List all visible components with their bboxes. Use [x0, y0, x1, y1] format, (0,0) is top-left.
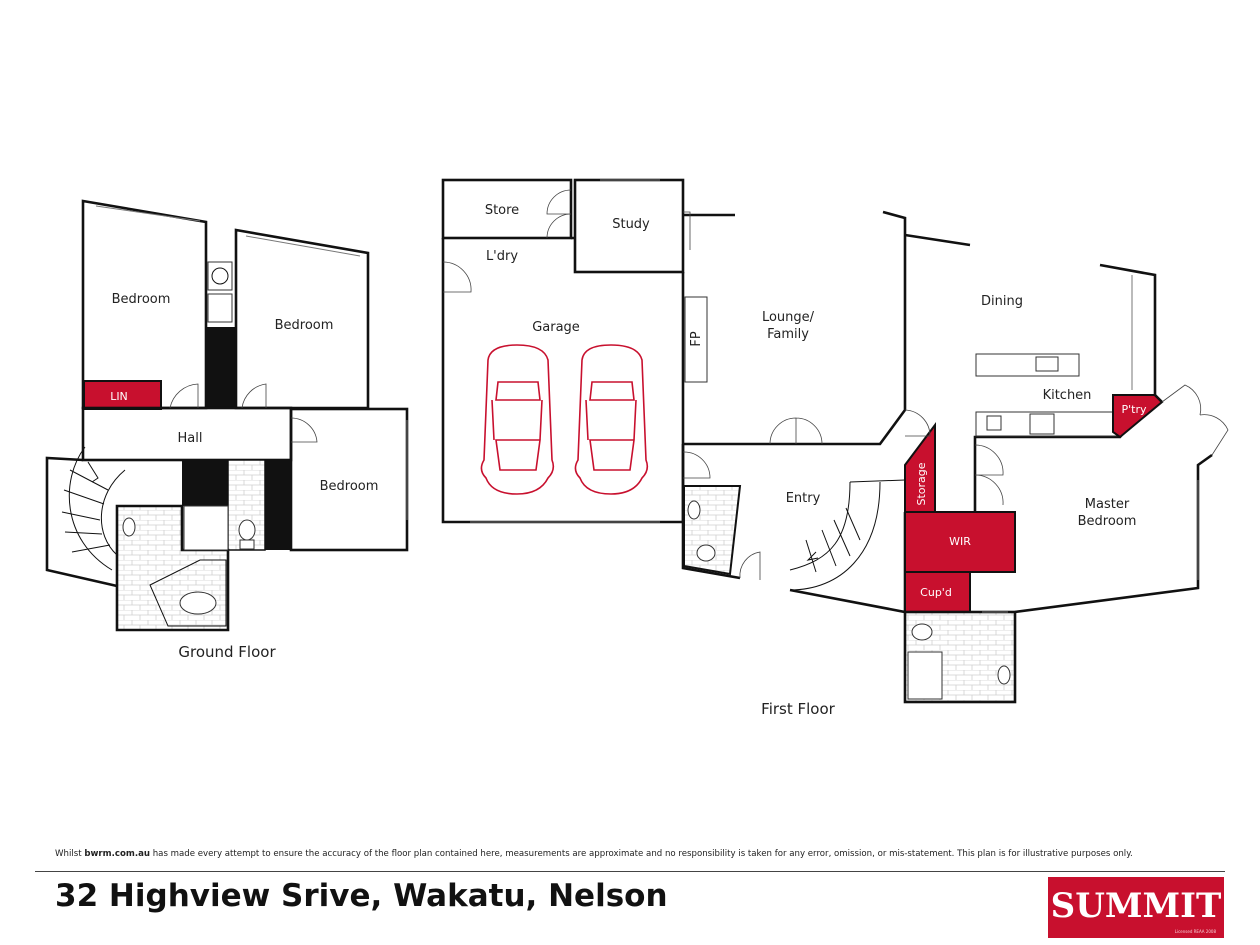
garage-walls — [441, 236, 685, 524]
walk-in-robe — [904, 511, 1016, 573]
stair-walls — [45, 456, 118, 588]
car-icon-right — [574, 344, 649, 495]
staircase — [789, 479, 906, 591]
kitchen-island — [975, 353, 1080, 377]
sink-icon — [1035, 356, 1059, 372]
room-label-garage: Garage — [532, 320, 580, 335]
store-walls — [441, 178, 573, 240]
toilet-icon — [696, 544, 716, 562]
logo-licence: Licensed REAA 2008 — [1174, 929, 1216, 934]
shower-icon — [183, 505, 229, 551]
ground-floor — [45, 199, 409, 632]
disclaimer-text: has made every attempt to ensure the acc… — [150, 849, 1133, 859]
disclaimer: Whilst bwrm.com.au has made every attemp… — [55, 849, 1205, 859]
logo-wordmark: SUMMIT — [1050, 886, 1222, 926]
room-label-fireplace: FP — [689, 331, 704, 346]
room-label-linen: LIN — [110, 390, 128, 403]
first-floor — [441, 178, 1229, 704]
basin-icon — [687, 500, 701, 520]
window — [245, 235, 361, 257]
wardrobe-block — [265, 460, 291, 550]
toilet-icon — [911, 623, 933, 641]
floor-label-ground: Ground Floor — [178, 643, 276, 661]
car-icon-left — [480, 344, 555, 495]
room-label-cupboard: Cup'd — [920, 586, 952, 599]
room-label-laundry: L'dry — [486, 249, 518, 264]
room-label-wir: WIR — [949, 535, 971, 548]
wardrobe-block — [206, 327, 236, 408]
room-label-study: Study — [612, 217, 650, 232]
floor-label-first: First Floor — [761, 700, 835, 718]
room-label-bedroom: Bedroom — [1078, 514, 1137, 529]
room-label-family: Family — [767, 327, 809, 342]
pantry — [1112, 394, 1164, 439]
room-label-storage: Storage — [915, 462, 928, 505]
room-label-bedroom: Bedroom — [275, 318, 334, 333]
room-label-pantry: P'try — [1121, 403, 1146, 416]
toilet-icon — [238, 519, 256, 541]
entry-wc — [683, 485, 742, 576]
room-label-bedroom: Bedroom — [320, 479, 379, 494]
window — [95, 205, 201, 222]
dryer-icon — [207, 293, 233, 323]
linen-cupboard — [83, 380, 162, 410]
room-label-master: Master — [1085, 497, 1130, 512]
room-label-kitchen: Kitchen — [1043, 388, 1092, 403]
disclaimer-prefix: Whilst — [55, 849, 85, 859]
footer-divider — [35, 871, 1225, 872]
bath-icon — [179, 591, 217, 615]
staircase — [68, 446, 126, 571]
room-label-store: Store — [485, 203, 519, 218]
room-label-lounge: Lounge/ — [762, 310, 815, 325]
room-label-hall: Hall — [178, 431, 203, 446]
room-label-bedroom: Bedroom — [112, 292, 171, 307]
room-label-dining: Dining — [981, 294, 1023, 309]
room-label-entry: Entry — [786, 491, 821, 506]
summit-logo: SUMMIT Licensed REAA 2008 — [1048, 877, 1224, 938]
disclaimer-site: bwrm.com.au — [84, 849, 150, 859]
cooktop-icon — [1029, 413, 1055, 435]
shower-icon — [907, 651, 943, 700]
basin-icon — [122, 517, 136, 537]
basin-icon — [997, 665, 1011, 685]
fireplace — [684, 296, 708, 383]
property-address: 32 Highview Srive, Wakatu, Nelson — [55, 878, 668, 914]
